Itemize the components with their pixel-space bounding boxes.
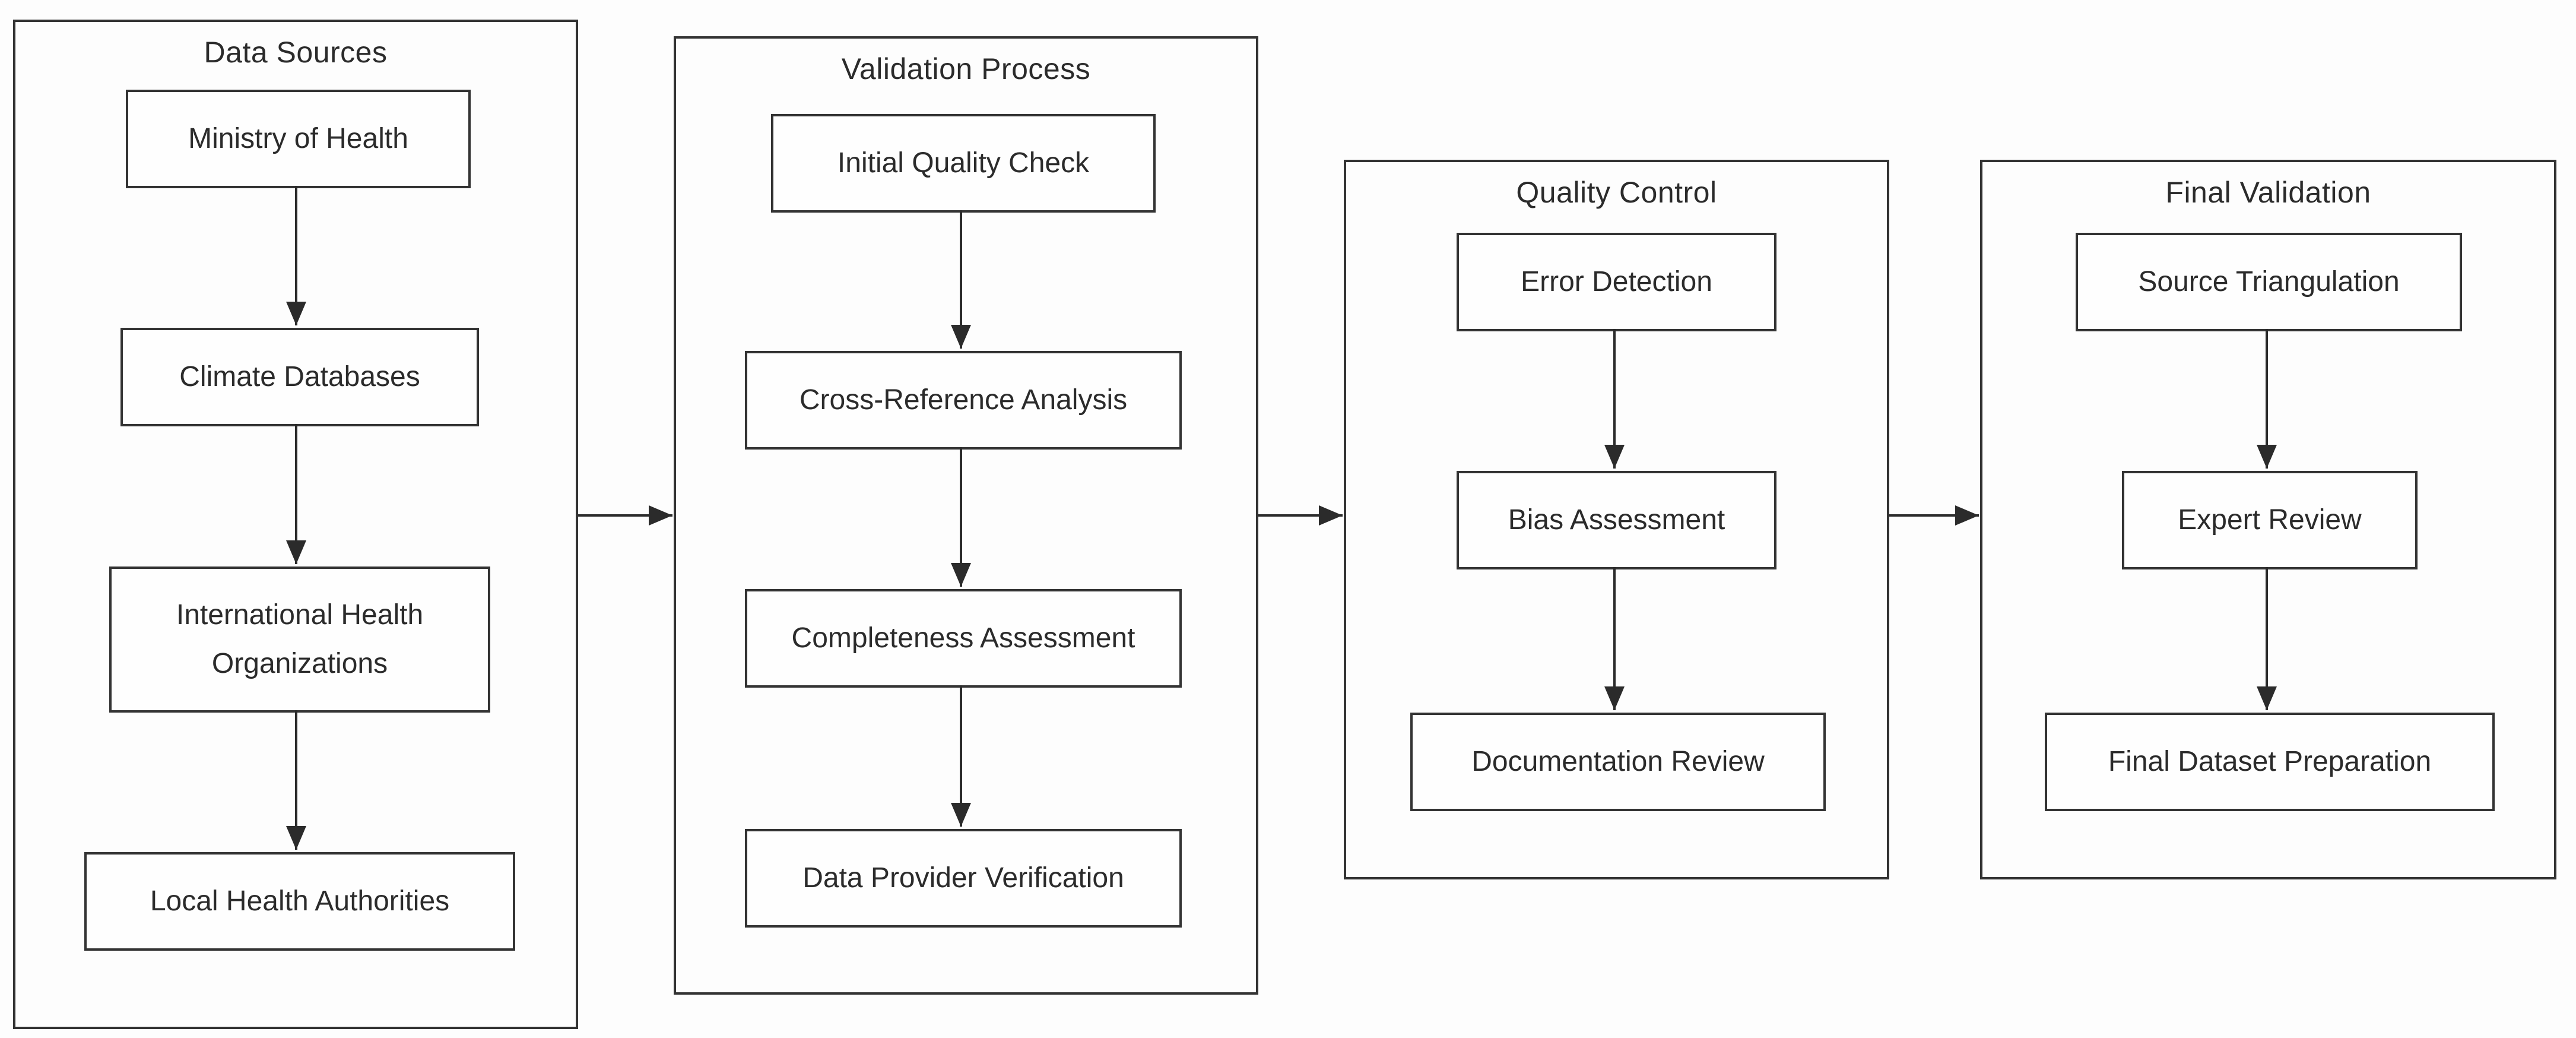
node-climate-databases: Climate Databases xyxy=(120,328,479,426)
group-quality-control: Quality Control Error Detection Bias Ass… xyxy=(1344,160,1889,879)
node-label: Climate Databases xyxy=(179,361,420,393)
node-label: Cross-Reference Analysis xyxy=(799,384,1128,416)
node-data-provider-verification: Data Provider Verification xyxy=(745,829,1182,928)
node-label: Ministry of Health xyxy=(188,123,408,155)
node-completeness-assessment: Completeness Assessment xyxy=(745,589,1182,688)
node-ministry-of-health: Ministry of Health xyxy=(126,90,471,188)
node-international-health-organizations: International Health Organizations xyxy=(109,567,490,713)
group-data-sources: Data Sources Ministry of Health Climate … xyxy=(13,20,578,1029)
node-label: Error Detection xyxy=(1521,266,1712,298)
node-bias-assessment: Bias Assessment xyxy=(1457,471,1776,569)
node-error-detection: Error Detection xyxy=(1457,233,1776,331)
group-title-data-sources: Data Sources xyxy=(204,36,388,69)
group-title-validation-process: Validation Process xyxy=(841,52,1091,86)
group-title-quality-control: Quality Control xyxy=(1516,176,1717,209)
node-label: International Health Organizations xyxy=(176,599,424,679)
node-final-dataset-preparation: Final Dataset Preparation xyxy=(2045,713,2495,811)
node-label: Final Dataset Preparation xyxy=(2108,746,2432,778)
node-cross-reference-analysis: Cross-Reference Analysis xyxy=(745,351,1182,450)
node-label: Bias Assessment xyxy=(1508,504,1725,536)
node-label: Source Triangulation xyxy=(2138,266,2400,298)
node-label: Data Provider Verification xyxy=(802,862,1124,894)
node-label: Completeness Assessment xyxy=(791,622,1135,654)
node-label: Local Health Authorities xyxy=(150,885,450,917)
node-expert-review: Expert Review xyxy=(2122,471,2418,569)
node-local-health-authorities: Local Health Authorities xyxy=(84,852,515,951)
group-title-final-validation: Final Validation xyxy=(2165,176,2371,209)
node-initial-quality-check: Initial Quality Check xyxy=(771,114,1156,213)
group-final-validation: Final Validation Source Triangulation Ex… xyxy=(1980,160,2556,879)
group-validation-process: Validation Process Initial Quality Check… xyxy=(674,36,1258,995)
node-label: Expert Review xyxy=(2178,504,2362,536)
node-label: Initial Quality Check xyxy=(837,147,1090,179)
node-label: Documentation Review xyxy=(1471,746,1765,778)
node-documentation-review: Documentation Review xyxy=(1410,713,1826,811)
node-source-triangulation: Source Triangulation xyxy=(2076,233,2462,331)
